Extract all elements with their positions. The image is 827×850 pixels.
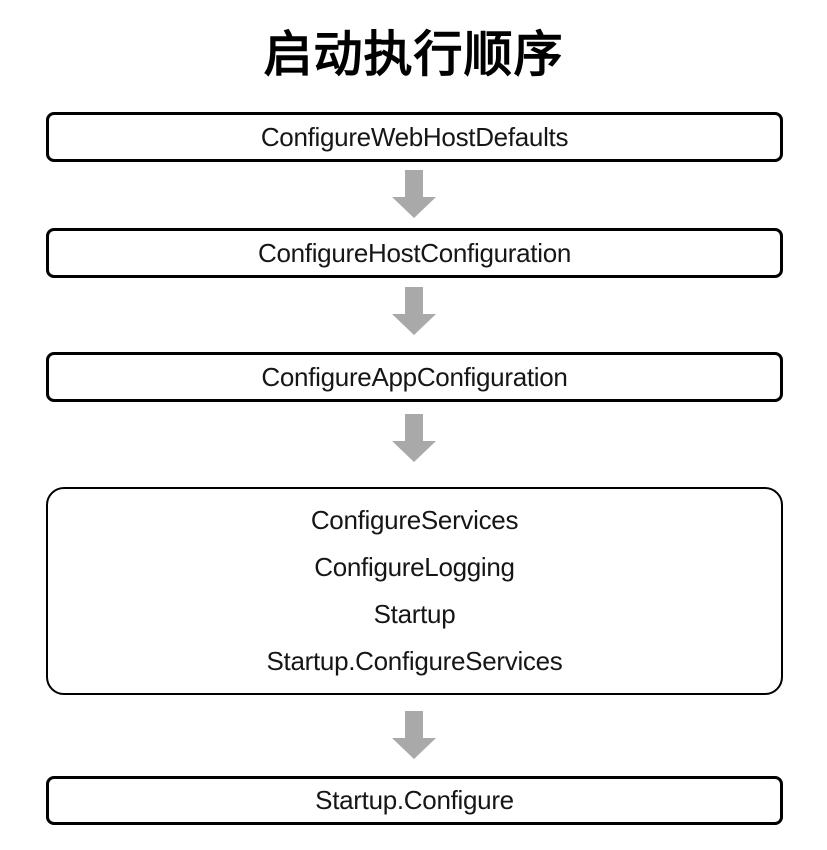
down-arrow-shape xyxy=(392,414,436,462)
step-box-configure-host-configuration: ConfigureHostConfiguration xyxy=(46,228,783,278)
down-arrow-shape xyxy=(392,287,436,335)
down-arrow-shape xyxy=(392,711,436,759)
down-arrow-icon xyxy=(392,414,436,462)
group-item-configure-logging: ConfigureLogging xyxy=(314,552,515,582)
down-arrow-icon xyxy=(392,711,436,759)
group-item-configure-services: ConfigureServices xyxy=(310,505,519,535)
group-item-startup-configure-services: Startup.ConfigureServices xyxy=(266,646,563,676)
down-arrow-icon xyxy=(392,287,436,335)
down-arrow-shape xyxy=(392,170,436,218)
step-box-configure-app-configuration: ConfigureAppConfiguration xyxy=(46,352,783,402)
group-box-host-builder-steps: ConfigureServices ConfigureLogging Start… xyxy=(46,487,783,695)
down-arrow-icon xyxy=(392,170,436,218)
page-title: 启动执行顺序 xyxy=(263,28,564,82)
group-item-startup: Startup xyxy=(373,599,456,629)
step-box-configure-web-host-defaults: ConfigureWebHostDefaults xyxy=(46,112,783,162)
step-box-startup-configure: Startup.Configure xyxy=(46,776,783,825)
